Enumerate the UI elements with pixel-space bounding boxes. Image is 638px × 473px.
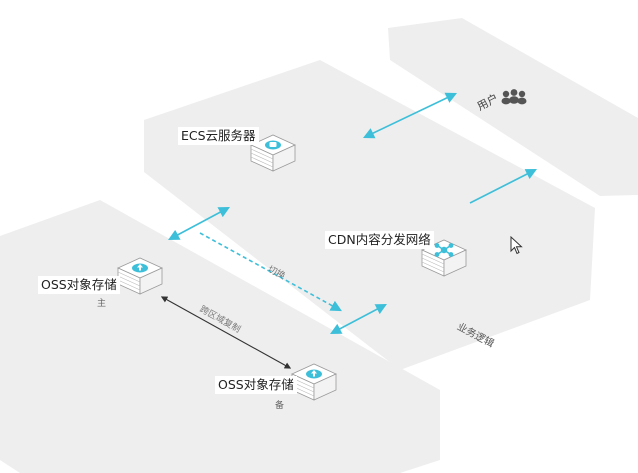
user-zone-panel bbox=[388, 18, 638, 196]
oss-primary-role: 主 bbox=[97, 299, 107, 309]
cloud-upload-icon bbox=[132, 263, 148, 273]
oss-backup-cdn-arrow bbox=[330, 303, 387, 335]
oss-backup-label: OSS对象存储 bbox=[215, 376, 297, 394]
ecs-server-block bbox=[250, 134, 296, 172]
cdn-label: CDN内容分发网络 bbox=[325, 231, 434, 249]
ecs-oss-primary-arrow bbox=[168, 206, 230, 241]
user-ecs-arrow bbox=[362, 92, 458, 139]
cdn-block bbox=[421, 239, 467, 277]
ecs-label: ECS云服务器 bbox=[178, 127, 259, 145]
cloud-upload-icon bbox=[306, 369, 322, 379]
switch-dashed-arrow bbox=[199, 232, 342, 312]
cross-region-arrow bbox=[160, 296, 292, 369]
network-hub-icon bbox=[434, 243, 454, 257]
users-group-icon bbox=[501, 89, 527, 105]
oss-primary-block bbox=[117, 257, 163, 295]
cloud-server-icon bbox=[265, 140, 281, 150]
oss-backup-role: 备 bbox=[275, 401, 285, 411]
cdn-user-arrow bbox=[469, 168, 537, 204]
oss-primary-label: OSS对象存储 bbox=[38, 276, 120, 294]
mouse-pointer-icon bbox=[510, 236, 523, 255]
oss-backup-block bbox=[291, 363, 337, 401]
